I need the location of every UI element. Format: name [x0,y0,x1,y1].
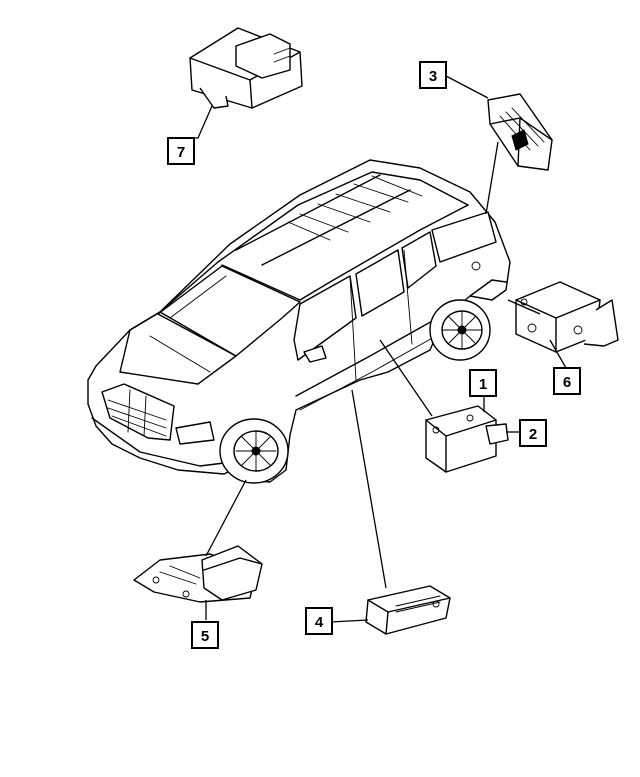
front-wheel [219,418,289,484]
part-6-module [515,281,619,353]
part-1-2-module [425,405,509,473]
callout-6-label: 6 [563,374,571,391]
leader-4 [329,619,369,623]
callout-7-label: 7 [177,144,185,161]
callout-2: 2 [519,419,547,447]
callout-1: 1 [469,369,497,397]
leader-6 [549,339,567,369]
callout-2-label: 2 [529,426,537,443]
callout-3-label: 3 [429,68,437,85]
callout-4-label: 4 [315,614,324,631]
leader-4-to-vehicle [351,389,387,589]
callout-4: 4 [305,607,333,635]
leader-5-to-vehicle [205,479,247,557]
callout-5-label: 5 [201,628,209,645]
callout-7: 7 [167,137,195,165]
callout-1-label: 1 [479,376,487,393]
leader-7 [184,105,213,139]
vehicle-illustration [87,159,511,484]
part-5-module [133,545,263,603]
callout-5: 5 [191,621,219,649]
rear-wheel [429,299,491,361]
leader-1-to-vehicle [379,339,433,417]
callout-6: 6 [553,367,581,395]
leader-3-to-vehicle [485,141,499,215]
part-7-module [189,27,303,109]
leader-3 [445,75,489,99]
part-4-module [365,585,451,635]
leader-6-to-vehicle [507,299,541,315]
leader-lines [184,75,567,623]
part-3-module [487,93,553,171]
callout-3: 3 [419,61,447,89]
